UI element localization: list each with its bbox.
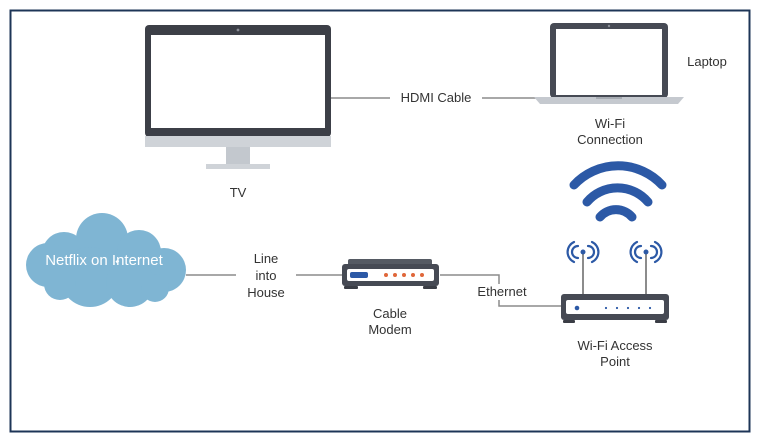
ap-line-1: Wi-Fi Access (577, 338, 653, 353)
tv-icon (145, 25, 331, 169)
netflix-label: Netflix on Internet (45, 252, 163, 269)
wifi-connection-line-1: Wi-Fi (594, 116, 626, 131)
wifi-access-point-label: Wi-Fi Access Point (560, 338, 670, 370)
line-label-3: House (247, 285, 285, 300)
cloud-icon (26, 213, 186, 307)
wifi-connection-line-2: Connection (577, 132, 643, 147)
line-into-house-label: Line into House (236, 250, 296, 301)
cable-modem-line-2: Modem (368, 322, 412, 337)
cable-modem-line-1: Cable (373, 306, 407, 321)
wifi-signal-icon (569, 161, 667, 222)
diagram-frame (9, 9, 751, 433)
cable-modem-icon (342, 259, 439, 289)
line-label-2: into (255, 268, 277, 283)
wifi-access-point-icon (561, 240, 669, 323)
cable-modem-label: Cable Modem (350, 306, 430, 338)
tv-label: TV (229, 185, 247, 200)
laptop-label: Laptop (687, 54, 727, 69)
ethernet-label: Ethernet (466, 284, 538, 300)
laptop-icon (534, 23, 684, 104)
hdmi-cable-label: HDMI Cable (390, 90, 482, 106)
line-label-1: Line (253, 251, 279, 266)
ap-line-2: Point (600, 354, 630, 369)
wifi-connection-label: Wi-Fi Connection (560, 116, 660, 148)
